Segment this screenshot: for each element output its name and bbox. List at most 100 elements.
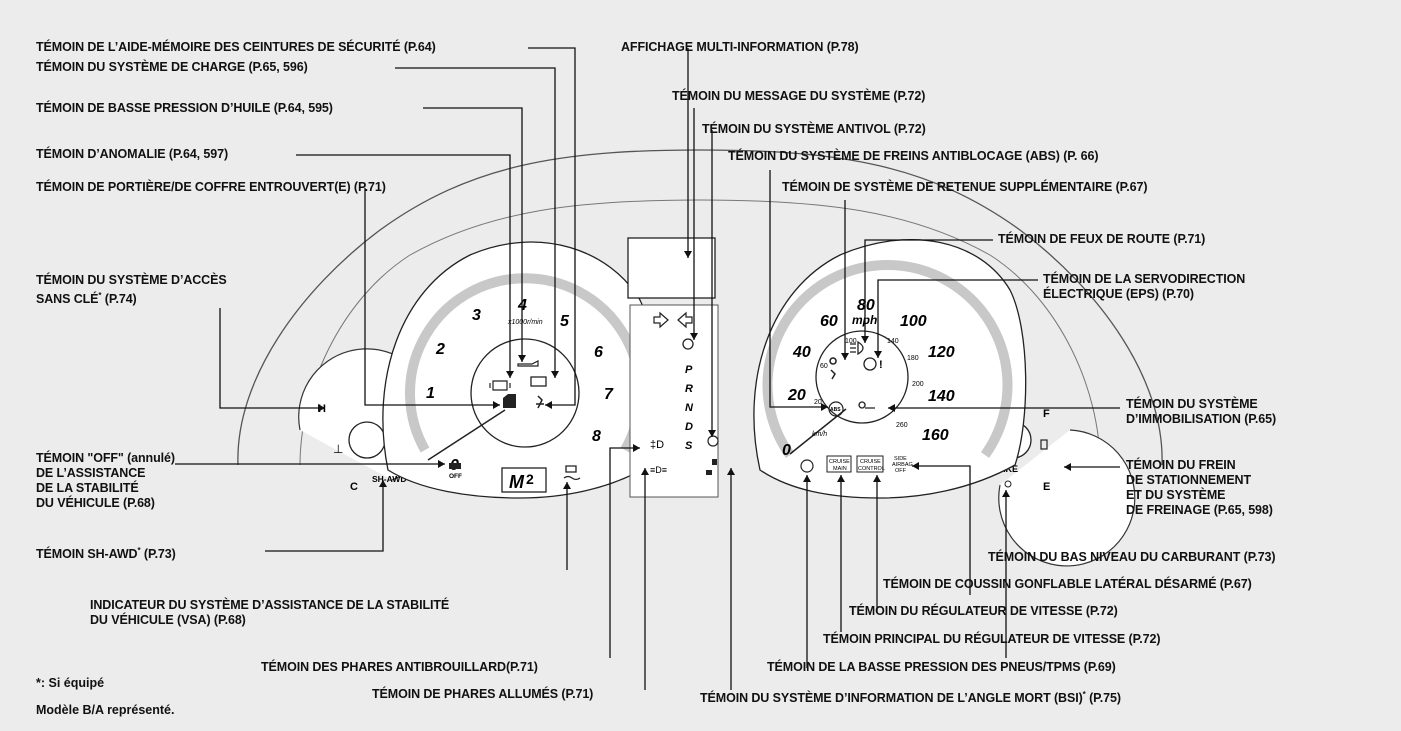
abs-icon-text: ABS [830, 407, 841, 413]
gear-d: D [685, 421, 693, 433]
speedo-kmh-100: 100 [845, 338, 857, 345]
tacho-unit: x1000r/min [507, 319, 543, 326]
speedo-scale-arc [762, 260, 1013, 458]
speedo-kmh-60: 60 [820, 363, 828, 370]
label-vsa-off-line3: DE LA STABILITÉ [36, 481, 139, 495]
label-anti-theft: TÉMOIN DU SYSTÈME ANTIVOL (P.72) [702, 122, 926, 136]
label-vsa-off-line2: DE L’ASSISTANCE [36, 466, 146, 480]
label-side-airbag-off: TÉMOIN DE COUSSIN GONFLABLE LATÉRAL DÉSA… [883, 577, 1252, 591]
label-brake-line3: ET DU SYSTÈME [1126, 488, 1226, 502]
label-parking-brake: TÉMOIN DU FREIN DE STATIONNEMENT ET DU S… [1126, 458, 1273, 518]
tacho-num-8: 8 [592, 428, 601, 445]
fuel-pump-icon [1040, 439, 1048, 450]
speedo-mph-80: 80 [857, 297, 875, 314]
label-system-message: TÉMOIN DU MESSAGE DU SYSTÈME (P.72) [672, 89, 926, 103]
svg-text:SIDE: SIDE [894, 456, 907, 462]
label-keyless-line1: TÉMOIN DU SYSTÈME D’ACCÈS [36, 273, 227, 287]
cruise-main-icon: CRUISE MAIN [826, 455, 852, 473]
label-cruise-control: TÉMOIN DU RÉGULATEUR DE VITESSE (P.72) [849, 604, 1118, 618]
speedo-kmh-20: 20 [814, 399, 822, 406]
gear-mode-num: 2 [526, 471, 534, 487]
speedo-kmh-unit: km/h [812, 431, 827, 438]
label-seatbelt-reminder: TÉMOIN DE L’AIDE-MÉMOIRE DES CEINTURES D… [36, 40, 436, 54]
label-vsa-line2: DU VÉHICULE (VSA) (P.68) [90, 613, 246, 627]
label-brake-line1: TÉMOIN DU FREIN [1126, 458, 1236, 472]
tacho-num-3: 3 [472, 307, 481, 324]
label-srs: TÉMOIN DE SYSTÈME DE RETENUE SUPPLÉMENTA… [782, 180, 1148, 194]
label-door-trunk-open: TÉMOIN DE PORTIÈRE/DE COFFRE ENTROUVERT(… [36, 180, 386, 194]
temp-gauge-c: C [350, 481, 358, 493]
turn-right-icon [677, 311, 693, 329]
bsi-icon [706, 459, 717, 475]
label-bsi-page: (P.75) [1089, 691, 1121, 706]
label-fog-lights: TÉMOIN DES PHARES ANTIBROUILLARD(P.71) [261, 660, 538, 674]
label-eps: TÉMOIN DE LA SERVODIRECTION ÉLECTRIQUE (… [1043, 272, 1245, 302]
label-keyless-line2: SANS CLÉ* (P.74) [36, 288, 227, 307]
svg-text:CRUISE: CRUISE [860, 459, 881, 465]
svg-text:MAIN: MAIN [833, 466, 847, 472]
label-vsa-indicator: INDICATEUR DU SYSTÈME D’ASSISTANCE DE LA… [90, 598, 449, 628]
label-vsa-line1: INDICATEUR DU SYSTÈME D’ASSISTANCE DE LA… [90, 598, 450, 612]
gear-r: R [685, 383, 693, 395]
speedo-kmh-200: 200 [912, 381, 924, 388]
label-malfunction: TÉMOIN D’ANOMALIE (P.64, 597) [36, 147, 229, 161]
label-low-fuel: TÉMOIN DU BAS NIVEAU DU CARBURANT (P.73) [988, 550, 1276, 564]
cluster-inner-outline [299, 199, 1101, 466]
svg-text:CRUISE: CRUISE [829, 459, 850, 465]
label-headlights-on: TÉMOIN DE PHARES ALLUMÉS (P.71) [372, 687, 594, 701]
tacho-center-disc [470, 338, 580, 448]
label-sh-awd: TÉMOIN SH-AWD* (P.73) [36, 543, 176, 562]
gear-p: P [685, 364, 693, 376]
gear-mode-display [501, 467, 547, 493]
svg-text:OFF: OFF [449, 473, 462, 480]
abs-icon [828, 401, 844, 417]
fuel-low-light [1004, 480, 1012, 488]
label-keyless-star: * [98, 291, 102, 300]
sh-awd-text: SH-AWD [372, 474, 406, 484]
label-immob-line1: TÉMOIN DU SYSTÈME [1126, 397, 1258, 411]
tacho-num-2: 2 [435, 341, 445, 358]
footnote-model-shown: Modèle B/A représenté. [36, 703, 175, 717]
svg-text:OFF: OFF [895, 468, 907, 474]
turn-left-icon [653, 311, 669, 329]
label-vsa-off-line4: DU VÉHICULE (P.68) [36, 496, 155, 510]
eps-icon [863, 357, 877, 371]
label-abs: TÉMOIN DU SYSTÈME DE FREINS ANTIBLOCAGE … [728, 149, 1099, 163]
fuel-gauge-f: F [1043, 408, 1050, 420]
immobilizer-icon [858, 401, 875, 409]
label-immobilizer: TÉMOIN DU SYSTÈME D’IMMOBILISATION (P.65… [1126, 397, 1276, 427]
speedo-mph-140: 140 [928, 388, 955, 405]
tacho-num-6: 6 [594, 344, 603, 361]
label-sh-awd-page: (P.73) [143, 547, 176, 562]
gear-s: S [685, 440, 693, 452]
speedo-center-disc [815, 330, 909, 424]
speedometer: 0 20 40 60 80 100 120 140 160 mph 20 60 … [753, 238, 1027, 499]
label-sh-awd-star: * [137, 546, 141, 555]
fog-icon: ‡D [650, 439, 664, 451]
tacho-num-5: 5 [560, 313, 570, 330]
gear-mode-m: M [509, 472, 525, 492]
high-beam-icon [850, 340, 864, 356]
speedo-mph-20: 20 [787, 387, 806, 404]
label-high-beam: TÉMOIN DE FEUX DE ROUTE (P.71) [998, 232, 1206, 246]
tacho-needle [427, 409, 506, 461]
srs-icon [829, 357, 837, 380]
label-cruise-main: TÉMOIN PRINCIPAL DU RÉGULATEUR DE VITESS… [823, 632, 1161, 646]
center-panel: P R N D S ‡D ≡D≡ [627, 237, 719, 498]
label-brake-line2: DE STATIONNEMENT [1126, 473, 1252, 487]
eps-icon-mark: ! [879, 359, 883, 371]
temp-icon: ⊥ [333, 442, 343, 456]
svg-text:AIRBAG: AIRBAG [892, 462, 913, 468]
label-eps-line2: ÉLECTRIQUE (EPS) (P.70) [1043, 287, 1194, 301]
tachometer: 0 1 2 3 4 5 6 7 8 x1000r/min OFF M 2 [382, 241, 658, 499]
tacho-num-7: 7 [604, 386, 614, 403]
label-vsa-off: TÉMOIN "OFF" (annulé) DE L’ASSISTANCE DE… [36, 451, 175, 511]
footnote-if-equipped: *: Si équipé [36, 676, 105, 690]
headlight-icon: ≡D≡ [650, 465, 667, 475]
label-sh-awd-text: TÉMOIN SH-AWD [36, 547, 138, 562]
oil-can-icon [517, 360, 539, 367]
seatbelt-icon [536, 395, 544, 409]
label-bsi-star: * [1082, 690, 1086, 699]
tacho-num-1: 1 [426, 385, 435, 402]
